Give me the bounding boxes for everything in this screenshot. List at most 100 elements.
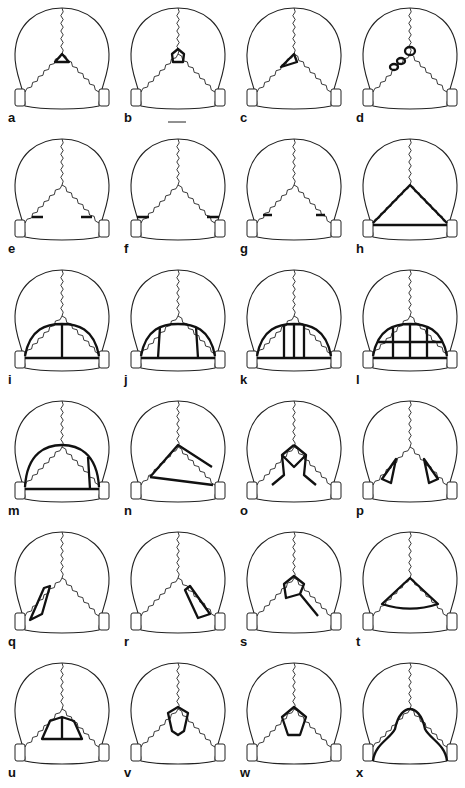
mastoid-process bbox=[447, 482, 457, 499]
skull-outline bbox=[131, 139, 225, 240]
skull-drawing bbox=[247, 139, 341, 240]
mastoid-process bbox=[363, 613, 373, 630]
panel-letter: u bbox=[8, 766, 16, 779]
sagittal-suture bbox=[177, 8, 179, 54]
panel-letter: m bbox=[8, 504, 20, 517]
skull-drawing bbox=[15, 270, 109, 371]
mastoid-process bbox=[99, 351, 109, 368]
sagittal-suture bbox=[293, 139, 295, 185]
panel-letter: g bbox=[240, 242, 248, 255]
panel-letter: v bbox=[124, 766, 131, 779]
skull-drawing bbox=[131, 663, 225, 764]
sagittal-suture bbox=[293, 401, 295, 447]
lambdoid-suture bbox=[257, 316, 294, 354]
panel-letter: t bbox=[356, 635, 360, 648]
skull-outline bbox=[363, 663, 457, 764]
mastoid-process bbox=[247, 220, 257, 237]
sutural-variant bbox=[281, 54, 297, 67]
mastoid-process bbox=[99, 482, 109, 499]
skull-drawing bbox=[247, 663, 341, 764]
lambdoid-suture bbox=[25, 185, 62, 223]
mastoid-process bbox=[331, 744, 341, 761]
mastoid-process bbox=[363, 482, 373, 499]
panel-letter: e bbox=[8, 242, 15, 255]
skull-outline bbox=[131, 532, 225, 633]
sutural-variant bbox=[42, 717, 82, 739]
mastoid-process bbox=[247, 89, 257, 106]
skull-drawing bbox=[15, 663, 109, 764]
sagittal-suture bbox=[177, 401, 179, 447]
sagittal-suture bbox=[409, 532, 411, 578]
mastoid-process bbox=[447, 613, 457, 630]
panel-letter: c bbox=[240, 111, 247, 124]
lambdoid-suture bbox=[410, 316, 447, 354]
panel-letter: x bbox=[356, 766, 363, 779]
sutural-variant bbox=[172, 49, 184, 62]
sagittal-suture bbox=[61, 663, 63, 709]
skull-outline bbox=[15, 401, 109, 502]
skull-drawing bbox=[131, 532, 225, 633]
panel-letter: a bbox=[8, 111, 15, 124]
panel-letter: i bbox=[8, 373, 12, 386]
skull-drawing bbox=[131, 8, 225, 109]
skull-drawing bbox=[131, 270, 225, 371]
skull-outline bbox=[247, 8, 341, 109]
skull-outline bbox=[131, 663, 225, 764]
sutural-variant bbox=[373, 709, 447, 761]
mastoid-process bbox=[15, 220, 25, 237]
skull-drawing bbox=[131, 401, 225, 502]
skull-drawing bbox=[131, 139, 225, 240]
scale-bar bbox=[168, 122, 186, 123]
mastoid-process bbox=[247, 351, 257, 368]
panel-letter: q bbox=[8, 635, 16, 648]
mastoid-process bbox=[363, 220, 373, 237]
lambdoid-suture bbox=[141, 578, 178, 616]
sutural-variant bbox=[382, 459, 438, 483]
mastoid-process bbox=[447, 744, 457, 761]
sagittal-suture bbox=[177, 663, 179, 709]
lambdoid-suture bbox=[25, 709, 62, 747]
lambdoid-suture bbox=[294, 185, 331, 223]
mastoid-process bbox=[99, 744, 109, 761]
lambdoid-suture bbox=[62, 185, 99, 223]
sutural-variant bbox=[137, 216, 219, 218]
skull-drawing bbox=[15, 139, 109, 240]
sagittal-suture bbox=[177, 532, 179, 578]
mastoid-process bbox=[15, 482, 25, 499]
skull-drawing bbox=[247, 270, 341, 371]
skull-outline bbox=[15, 8, 109, 109]
sagittal-suture bbox=[61, 532, 63, 578]
mastoid-process bbox=[331, 351, 341, 368]
skull-outline bbox=[247, 270, 341, 371]
sutural-variant bbox=[32, 216, 92, 218]
sagittal-suture bbox=[409, 139, 411, 185]
mastoid-process bbox=[215, 89, 225, 106]
mastoid-process bbox=[363, 744, 373, 761]
skull-outline bbox=[363, 401, 457, 502]
sagittal-suture bbox=[293, 8, 295, 54]
sagittal-suture bbox=[293, 532, 295, 578]
skull-outline bbox=[15, 270, 109, 371]
skull-drawing bbox=[363, 270, 457, 371]
skull-drawing bbox=[15, 8, 109, 109]
panel-letter: o bbox=[240, 504, 248, 517]
sutural-variant bbox=[272, 445, 316, 485]
sutural-variant bbox=[282, 707, 306, 735]
mastoid-process bbox=[15, 89, 25, 106]
panel-letter: f bbox=[124, 242, 128, 255]
panel-letter: s bbox=[240, 635, 247, 648]
mastoid-process bbox=[131, 220, 141, 237]
skull-drawing bbox=[15, 532, 109, 633]
mastoid-process bbox=[131, 351, 141, 368]
lambdoid-suture bbox=[373, 709, 410, 747]
lambdoid-suture bbox=[257, 709, 294, 747]
sagittal-suture bbox=[61, 401, 63, 447]
lambdoid-suture bbox=[257, 447, 294, 485]
skull-outline bbox=[363, 139, 457, 240]
skull-outline bbox=[363, 532, 457, 633]
lambdoid-suture bbox=[294, 54, 331, 92]
mastoid-process bbox=[447, 220, 457, 237]
panel-letter: k bbox=[240, 373, 247, 386]
